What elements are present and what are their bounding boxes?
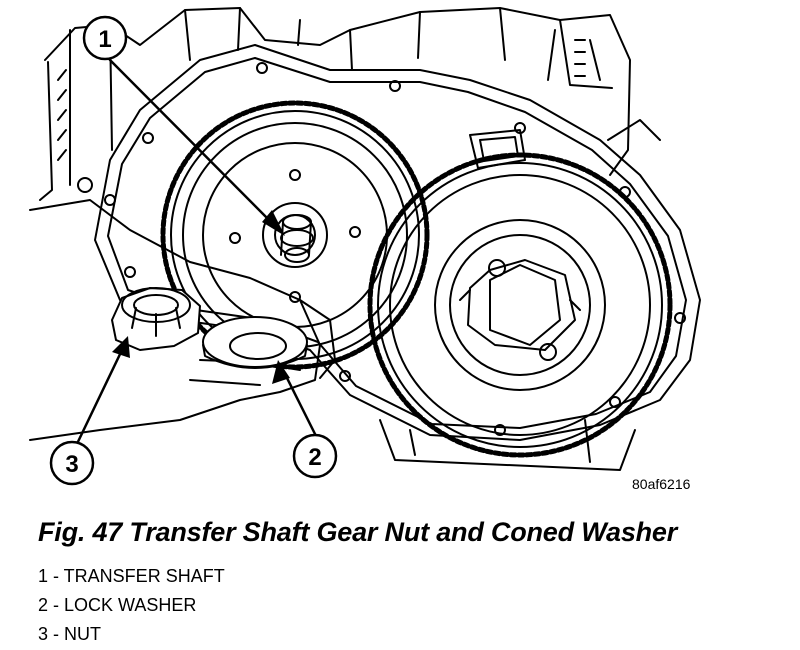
callout-2-arrowhead [272,360,290,384]
coned-lock-washer [202,316,308,369]
parts-legend: 1 - TRANSFER SHAFT 2 - LOCK WASHER 3 - N… [38,562,225,649]
legend-item: 1 - TRANSFER SHAFT [38,566,225,586]
callout-leaders [73,58,320,450]
figure-code: 80af6216 [632,476,691,492]
gear-nut [111,287,201,351]
callout-1-circle [82,15,128,61]
callout-1-number: 1 [98,26,111,53]
transfer-shaft [280,214,314,263]
callout-3-number: 3 [65,451,78,478]
output-gear [367,152,673,458]
legend-item: 3 - NUT [38,624,101,644]
callout-3-arrowhead [112,336,130,358]
callout-2-circle [292,433,338,479]
callout-3-circle [49,440,95,486]
engine-block [39,7,661,471]
callout-1-arrowhead [262,210,285,236]
legend-item: 2 - LOCK WASHER [38,595,197,615]
callout-2-number: 2 [308,444,321,471]
figure-caption: Fig. 47 Transfer Shaft Gear Nut and Cone… [38,517,678,547]
transfer-shaft-gear-illustration: 1 2 3 [29,7,701,486]
